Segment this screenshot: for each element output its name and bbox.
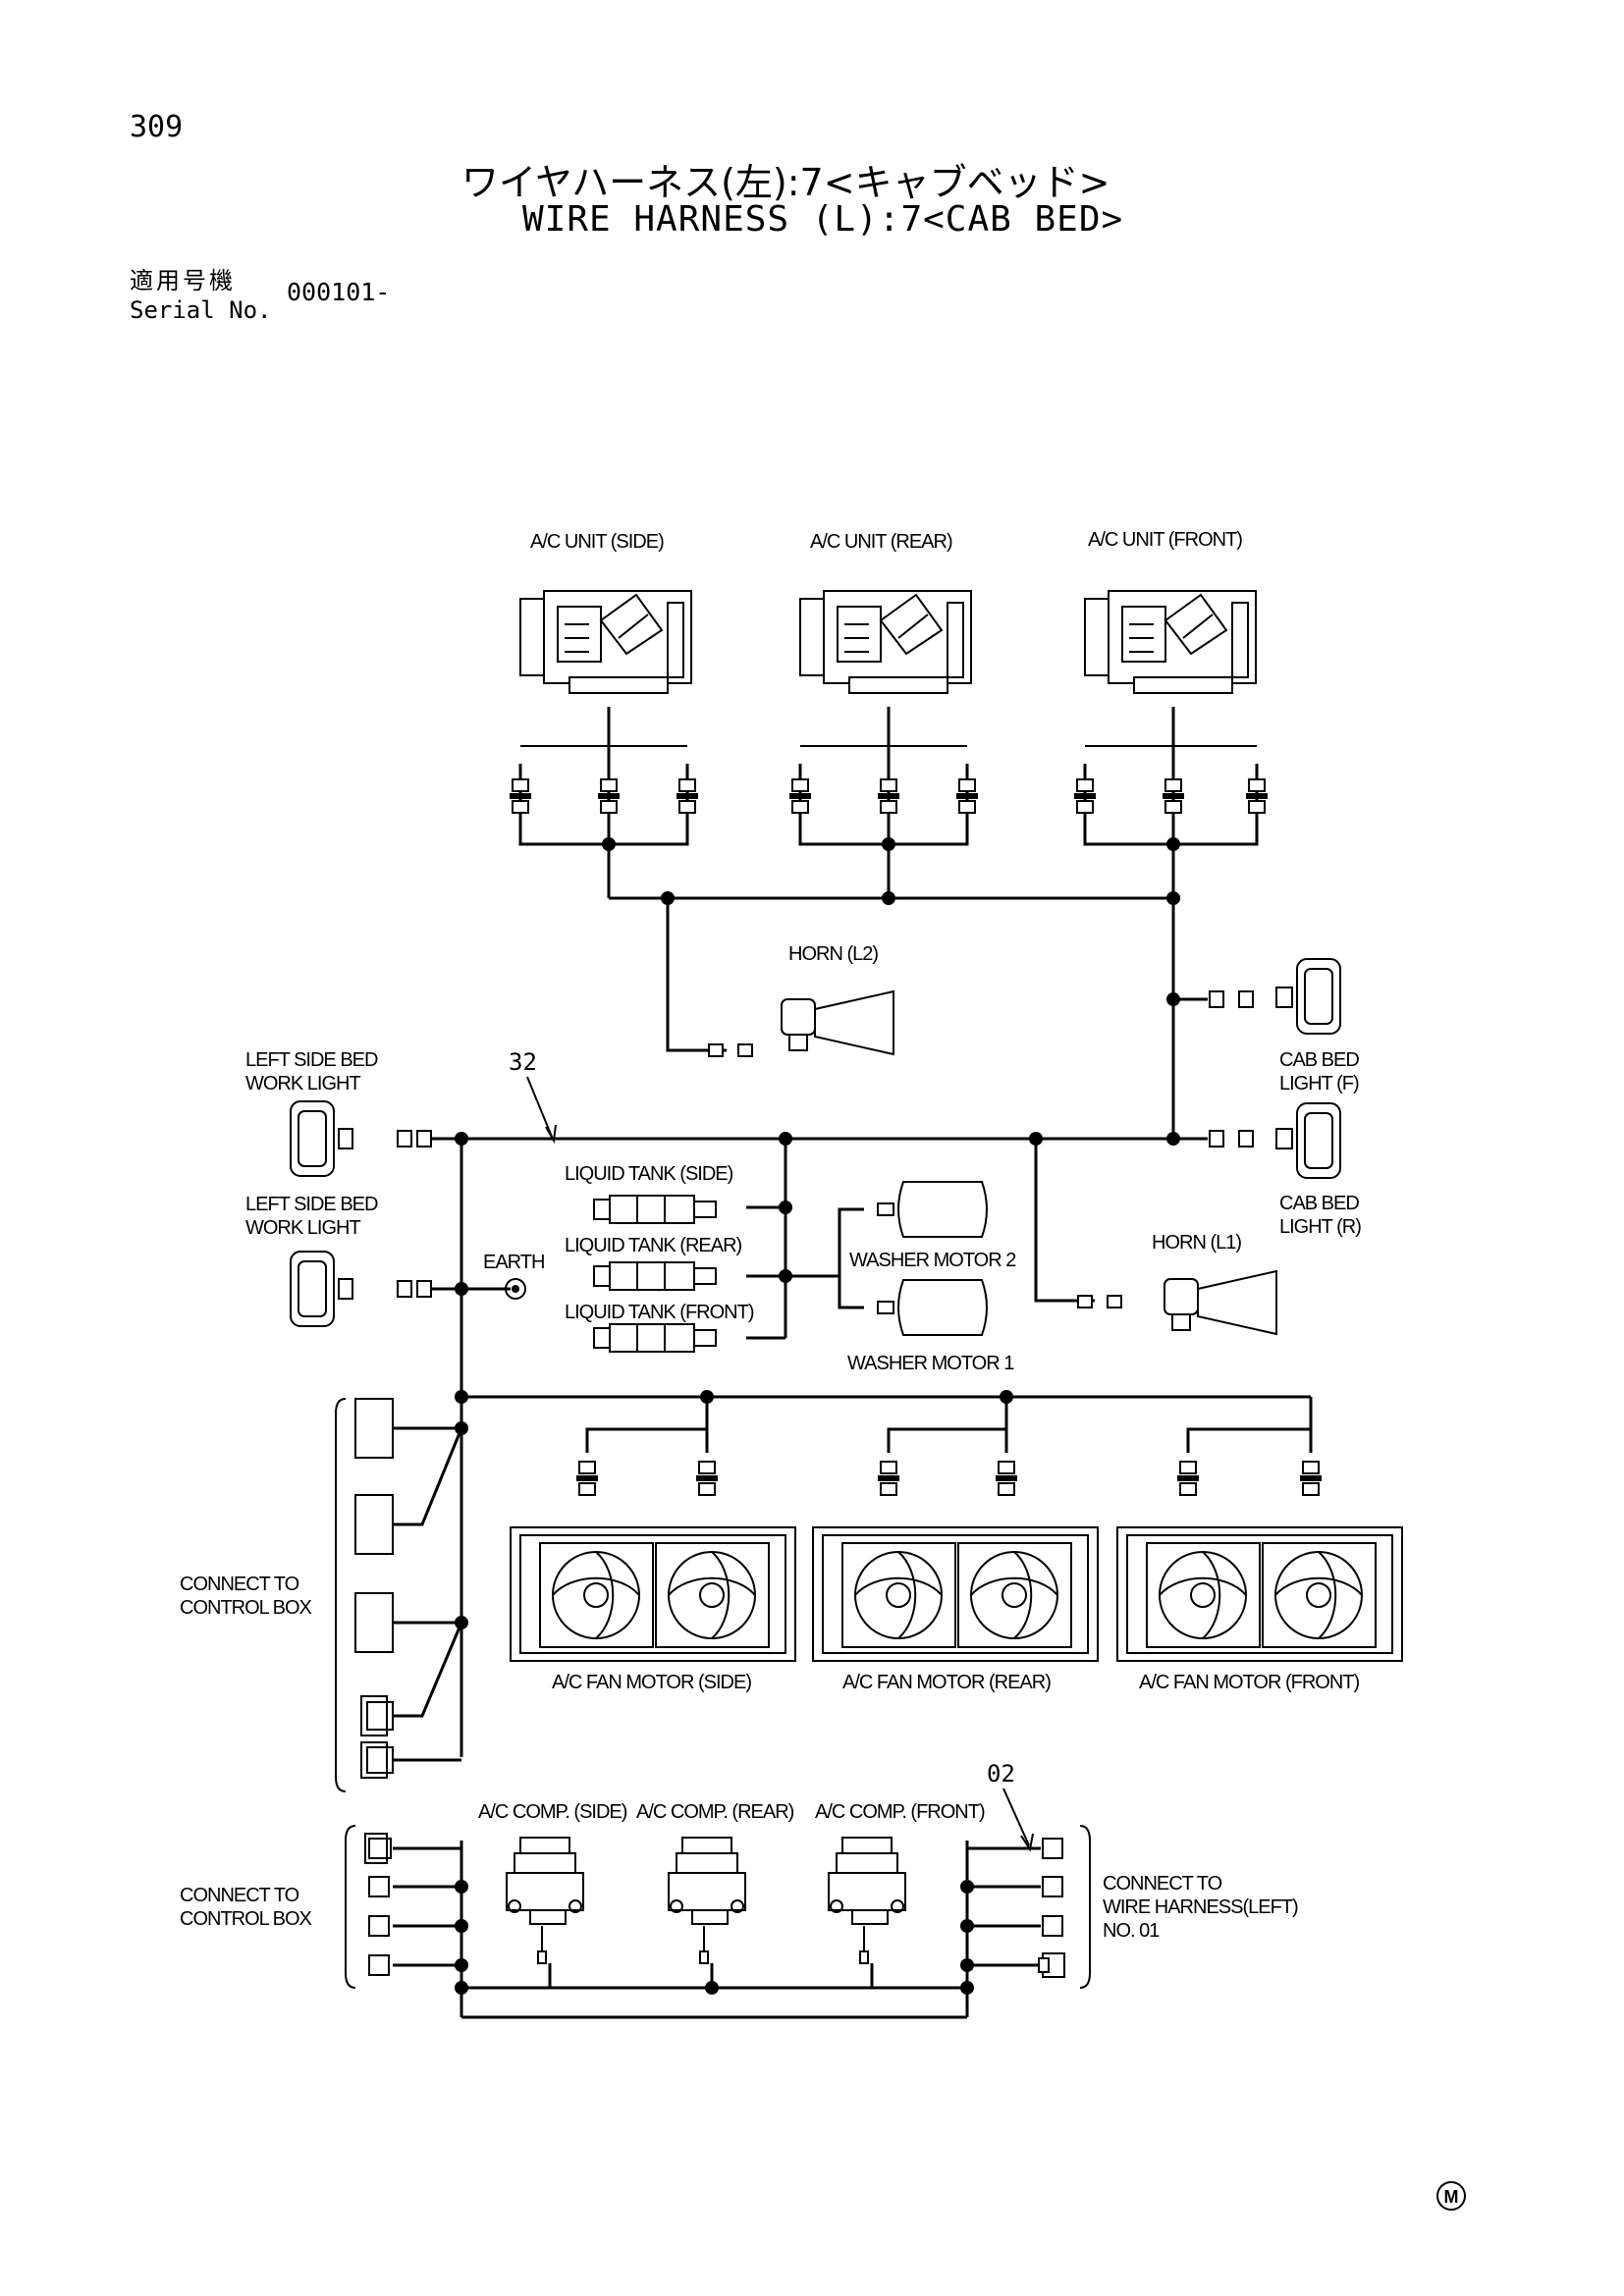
cab-bed-light-r-label-2: LIGHT (R): [1279, 1216, 1361, 1238]
control-box-lower-label-1: CONNECT TO: [180, 1885, 299, 1906]
ac-comp-front: [828, 1837, 906, 1964]
control-box-connectors-upper: [335, 1398, 394, 1792]
callout-02-label: 02: [987, 1760, 1015, 1788]
cab-bed-light-r-label-1: CAB BED: [1279, 1193, 1359, 1214]
left-side-bed-work-light-upper: [290, 1100, 432, 1177]
liquid-tank-rear-label: LIQUID TANK (REAR): [565, 1235, 742, 1256]
callout-02: [1002, 1788, 1034, 1852]
ac-unit-front: [1073, 590, 1269, 814]
washer-motor-1: [877, 1279, 988, 1336]
title-japanese: ワイヤハーネス(左):7<キャブベッド>: [461, 161, 1110, 204]
control-box-lower-label-2: CONTROL BOX: [180, 1908, 311, 1930]
page-number: 309: [130, 110, 184, 144]
cab-bed-light-f-label-1: CAB BED: [1279, 1049, 1359, 1071]
control-box-connectors-lower: [345, 1825, 392, 1989]
control-box-upper-label-1: CONNECT TO: [180, 1574, 299, 1595]
ac-comp-rear: [668, 1837, 746, 1964]
liquid-tank-side: [593, 1195, 717, 1224]
serial-label-english: Serial No.: [130, 296, 272, 324]
horn-l2: [708, 990, 894, 1057]
corner-mark-letter: M: [1444, 2187, 1459, 2207]
wire-harness-left-label-2: WIRE HARNESS(LEFT): [1103, 1896, 1298, 1918]
ac-fan-motor-side-label: A/C FAN MOTOR (SIDE): [552, 1672, 751, 1693]
ac-comp-side: [506, 1837, 584, 1964]
liquid-tank-side-label: LIQUID TANK (SIDE): [565, 1163, 733, 1185]
left-work-light-lower-label-2: WORK LIGHT: [245, 1217, 360, 1239]
horn-l2-label: HORN (L2): [788, 943, 878, 965]
ac-comp-rear-label: A/C COMP. (REAR): [636, 1801, 794, 1823]
serial-number-value: 000101-: [287, 278, 391, 306]
wire-harness-left-connectors: [1038, 1825, 1091, 1989]
callout-32: [526, 1076, 557, 1145]
ac-comp-side-label: A/C COMP. (SIDE): [478, 1801, 627, 1823]
ac-fan-motor-front-label: A/C FAN MOTOR (FRONT): [1139, 1672, 1360, 1693]
ac-comp-front-label: A/C COMP. (FRONT): [815, 1801, 985, 1823]
title-english: WIRE HARNESS (L):7<CAB BED>: [522, 199, 1124, 240]
ac-unit-side-label: A/C UNIT (SIDE): [530, 531, 664, 553]
control-box-upper-label-2: CONTROL BOX: [180, 1597, 311, 1619]
ac-fan-motor-rear-label: A/C FAN MOTOR (REAR): [842, 1672, 1051, 1693]
earth-terminal-icon: [505, 1278, 526, 1300]
horn-l1-label: HORN (L1): [1152, 1232, 1241, 1254]
ac-fan-motor-front: [1116, 1461, 1403, 1662]
wire-harness-left-label-1: CONNECT TO: [1103, 1873, 1222, 1895]
ac-unit-side: [509, 590, 699, 814]
left-work-light-upper-label-2: WORK LIGHT: [245, 1073, 360, 1095]
liquid-tank-rear: [593, 1261, 717, 1291]
washer-motor-1-label: WASHER MOTOR 1: [847, 1353, 1014, 1374]
wire-junction-dots: [455, 837, 1180, 1995]
corner-mark-icon: M: [1436, 2181, 1466, 2211]
cab-bed-light-f: [1209, 958, 1341, 1035]
ac-unit-rear-label: A/C UNIT (REAR): [810, 531, 952, 553]
left-work-light-upper-label-1: LEFT SIDE BED: [245, 1049, 378, 1071]
ac-unit-front-label: A/C UNIT (FRONT): [1088, 529, 1242, 551]
horn-l1: [1077, 1270, 1277, 1335]
callout-32-label: 32: [509, 1048, 537, 1076]
cab-bed-light-r: [1209, 1102, 1341, 1179]
left-work-light-lower-label-1: LEFT SIDE BED: [245, 1194, 378, 1215]
ac-fan-motor-rear: [812, 1461, 1099, 1662]
earth-label: EARTH: [483, 1252, 544, 1273]
ac-fan-motor-side: [510, 1461, 796, 1662]
wire-harness-left-label-3: NO. 01: [1103, 1920, 1160, 1942]
washer-motor-2-label: WASHER MOTOR 2: [849, 1250, 1016, 1271]
liquid-tank-front: [593, 1323, 717, 1353]
washer-motor-2: [877, 1181, 988, 1238]
left-side-bed-work-light-lower: [290, 1251, 432, 1327]
ac-unit-rear: [788, 590, 979, 814]
liquid-tank-front-label: LIQUID TANK (FRONT): [565, 1302, 754, 1323]
serial-label-japanese: 適用号機: [130, 267, 236, 294]
cab-bed-light-f-label-2: LIGHT (F): [1279, 1073, 1359, 1095]
